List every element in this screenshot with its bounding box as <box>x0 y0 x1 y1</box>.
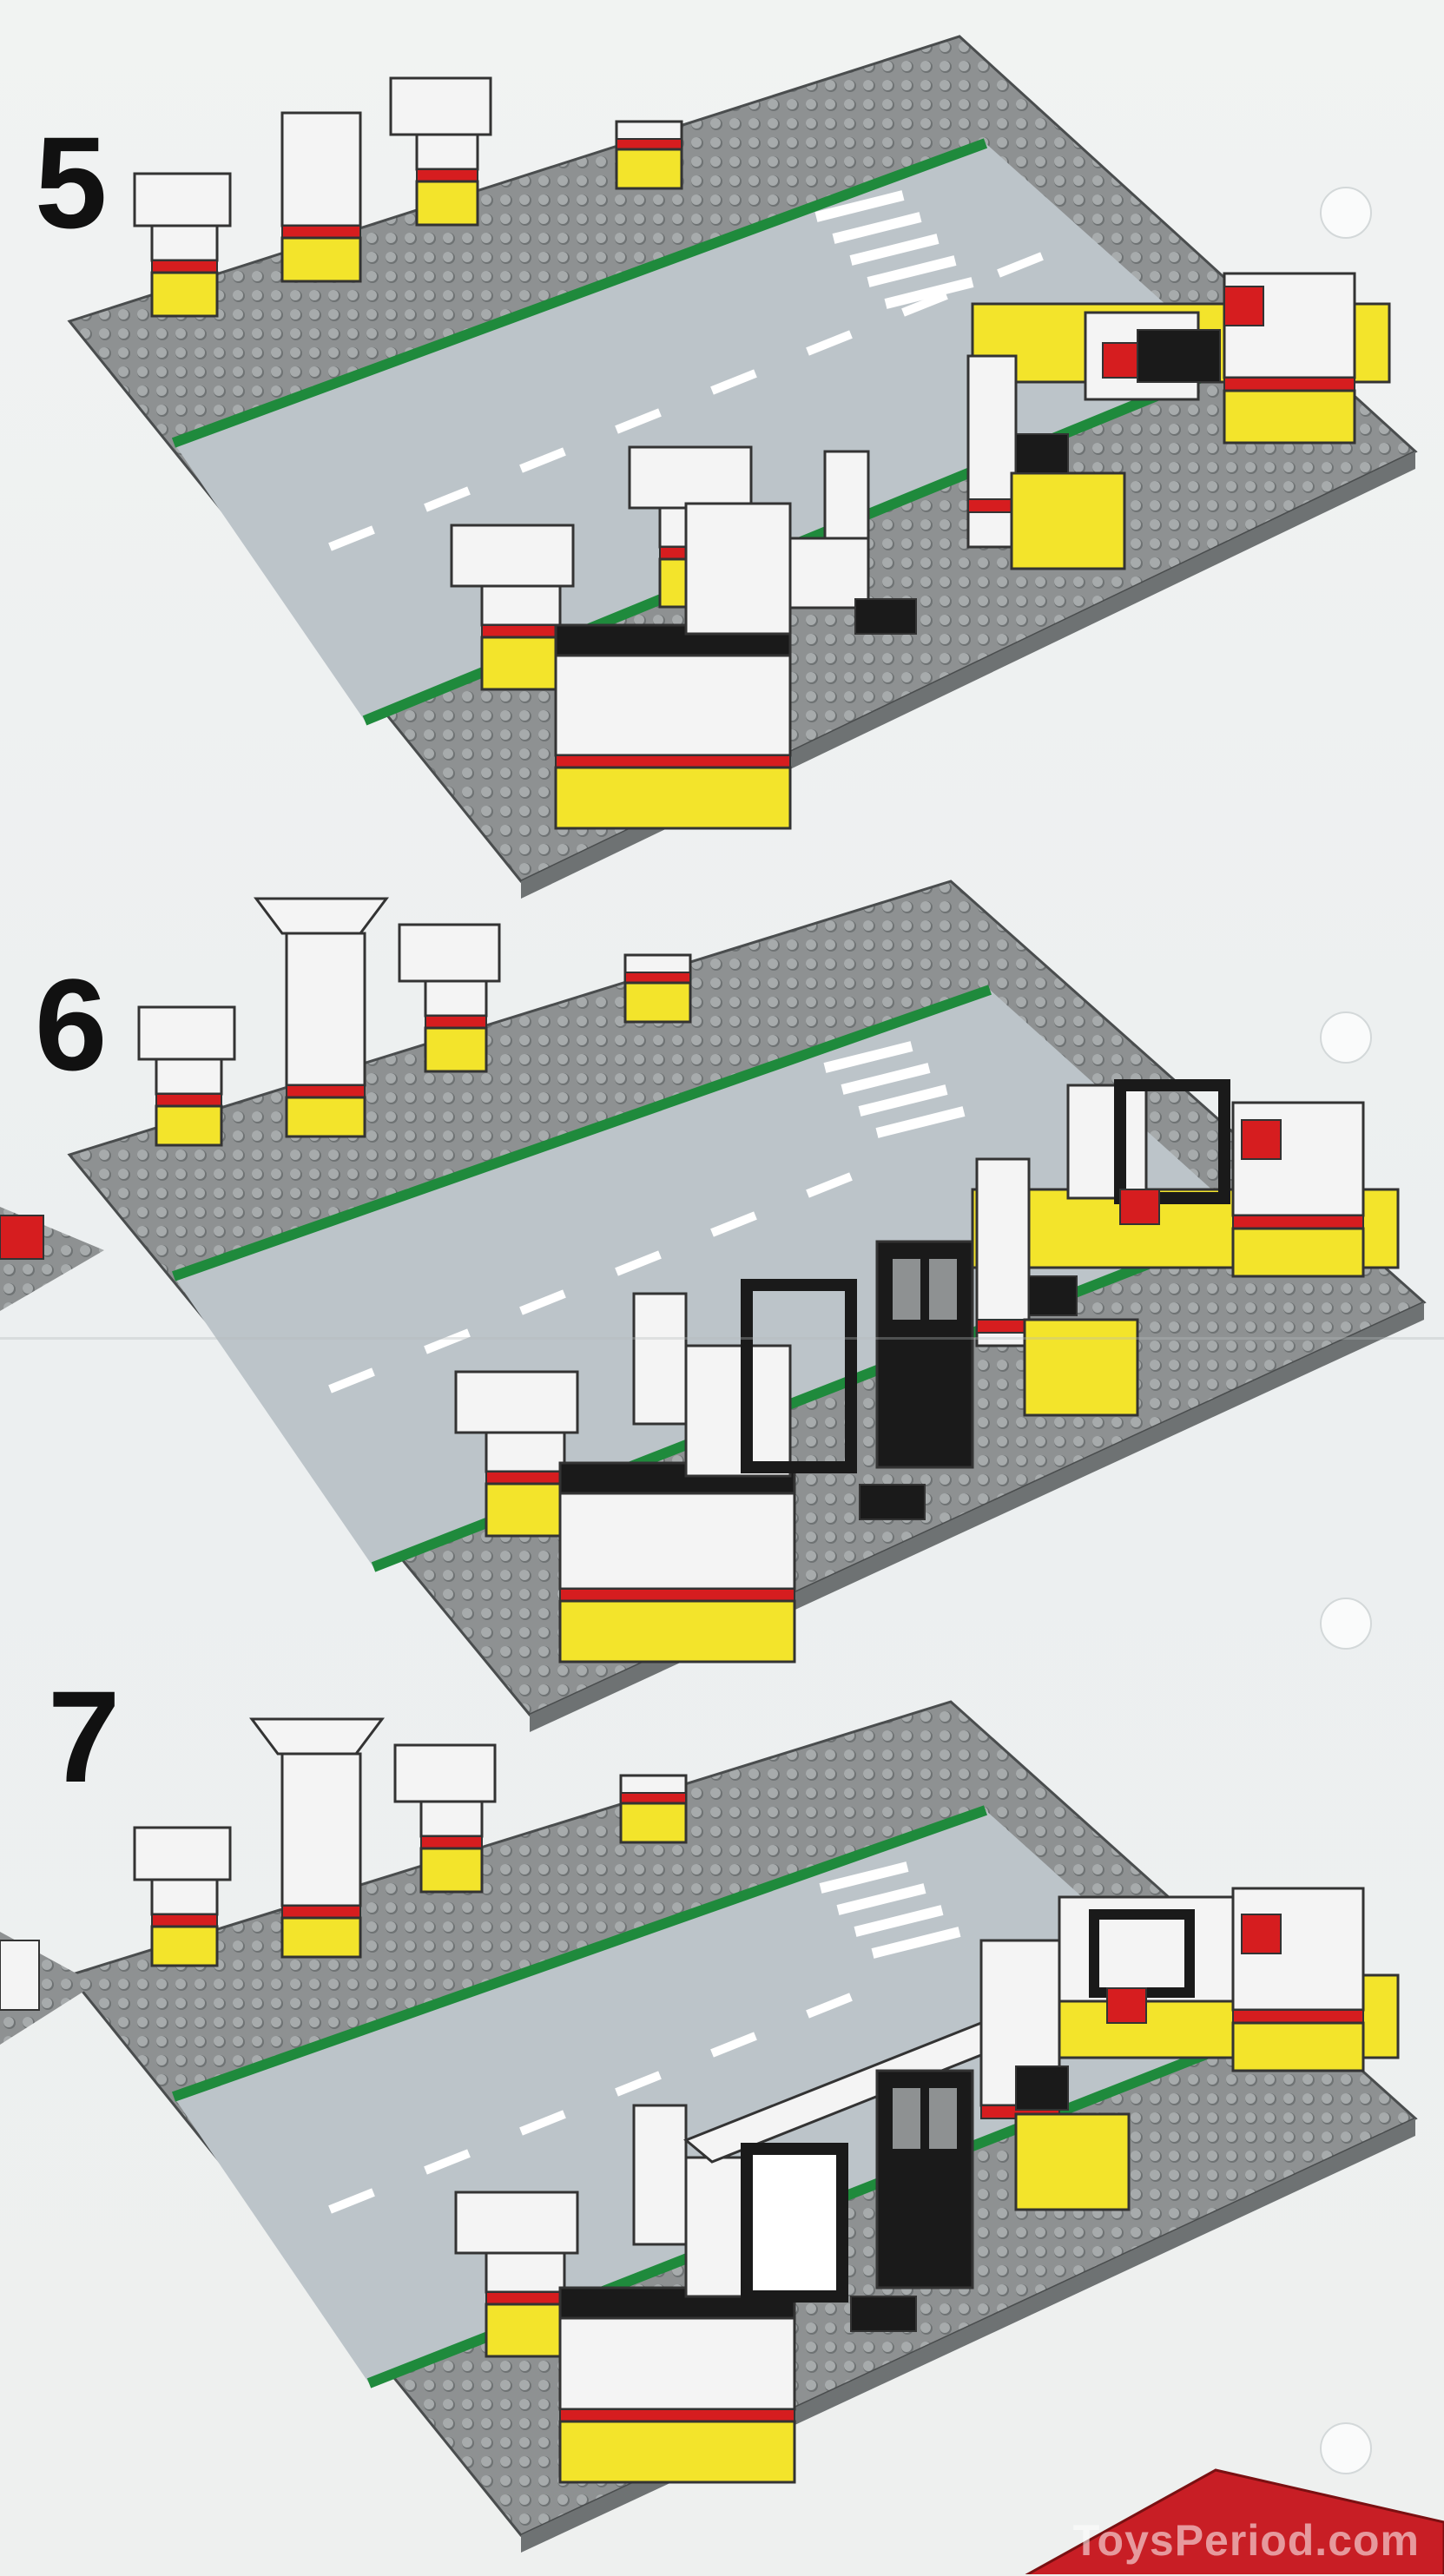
step-black <box>850 2296 917 2332</box>
step-5-svg <box>67 35 1418 899</box>
sign-tower <box>249 1717 385 1959</box>
station-building <box>979 1887 1400 2211</box>
road-dashes <box>328 252 1044 551</box>
binder-hole-icon <box>1320 1598 1372 1650</box>
step-7-svg <box>0 1700 1444 2574</box>
step-7-illustration <box>0 1689 1444 2574</box>
binder-hole-icon <box>1320 1011 1372 1064</box>
pump-front-1 <box>450 524 575 691</box>
green-stripe-top <box>172 985 992 1281</box>
watermark: ToysPeriod.com <box>1072 2516 1420 2565</box>
step-6-illustration <box>0 860 1444 1745</box>
pump-back-3 <box>398 923 501 1073</box>
binder-hole-icon <box>1320 2422 1372 2474</box>
pump-front-1 <box>454 1370 579 1538</box>
pump-back-4 <box>615 120 683 190</box>
kiosk <box>554 450 917 830</box>
step-number-7: 7 <box>48 1664 121 1809</box>
pump-back-1 <box>133 1826 232 1967</box>
step-number-6: 6 <box>35 952 108 1097</box>
station-building <box>971 1079 1400 1417</box>
pump-back-4 <box>619 1774 688 1844</box>
window-frame-left <box>741 2143 848 2303</box>
crosswalk <box>814 190 974 309</box>
crosswalk <box>819 1861 961 1959</box>
step-5-illustration <box>0 0 1444 903</box>
road-dashes <box>328 1993 853 2214</box>
pump-back-3 <box>389 76 492 227</box>
window-frame-left <box>741 1279 857 1473</box>
road <box>174 1810 1242 2383</box>
paper-fold <box>0 1337 1444 1340</box>
pump-back-2 <box>280 111 362 283</box>
road <box>174 990 1250 1567</box>
step-black <box>859 1484 926 1520</box>
road-dashes <box>328 1172 853 1393</box>
sign-tower <box>254 897 389 1138</box>
door <box>875 1240 974 1469</box>
station-building <box>966 272 1391 570</box>
green-stripe-top <box>171 138 988 448</box>
kiosk <box>558 1292 796 1664</box>
step-number-5: 5 <box>35 109 108 255</box>
pump-back-1 <box>133 172 232 318</box>
green-stripe-top <box>172 1805 987 2102</box>
crosswalk <box>823 1041 966 1138</box>
pump-back-1 <box>137 1005 236 1147</box>
door <box>875 2069 974 2289</box>
pump-back-3 <box>393 1743 497 1894</box>
adjacent-red-brick <box>0 1215 44 1260</box>
pump-back-4 <box>623 953 692 1024</box>
step-6-svg <box>0 880 1427 1732</box>
adjacent-white-brick <box>0 1940 40 2011</box>
binder-hole-icon <box>1320 187 1372 239</box>
red-baseplate-corner <box>1025 2468 1444 2574</box>
